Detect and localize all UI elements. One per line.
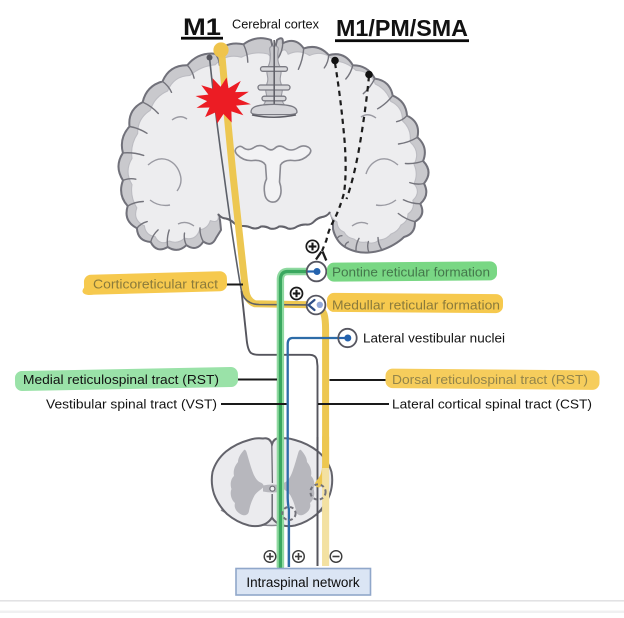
svg-text:Dorsal reticulospinal tract (R: Dorsal reticulospinal tract (RST): [392, 372, 588, 387]
svg-text:M1/PM/SMA: M1/PM/SMA: [336, 15, 468, 41]
svg-text:Medullar reticular formation: Medullar reticular formation: [332, 298, 500, 313]
svg-text:Corticoreticular tract: Corticoreticular tract: [93, 277, 218, 292]
svg-text:Intraspinal network: Intraspinal network: [246, 575, 360, 590]
svg-text:Vestibular spinal tract (VST): Vestibular spinal tract (VST): [46, 397, 217, 412]
svg-text:Lateral cortical spinal tract: Lateral cortical spinal tract (CST): [392, 397, 592, 412]
svg-text:Pontine reticular formation: Pontine reticular formation: [332, 265, 490, 280]
svg-text:M1: M1: [183, 14, 221, 41]
svg-text:Lateral vestibular nuclei: Lateral vestibular nuclei: [363, 331, 505, 346]
svg-text:Medial reticulospinal tract (R: Medial reticulospinal tract (RST): [23, 372, 219, 387]
svg-text:Cerebral cortex: Cerebral cortex: [232, 18, 320, 32]
